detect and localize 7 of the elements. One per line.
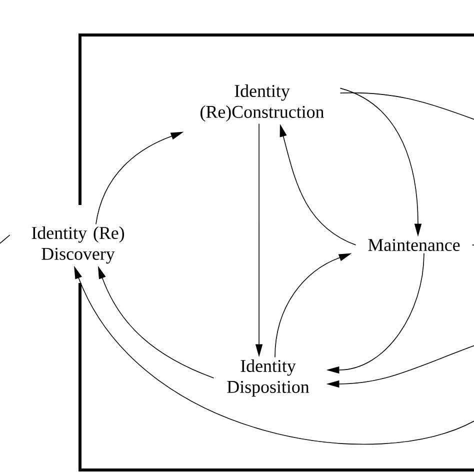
connector-line [0,234,10,246]
concept-label: Identity (Re)Construction [200,84,324,122]
concept-label: Maintenance [368,238,460,252]
concept-label: Identity Disposition [227,359,310,397]
connector-line [472,244,474,246]
connector-line [340,92,474,120]
concept-label: Identity (Re) Discovery [32,226,124,264]
